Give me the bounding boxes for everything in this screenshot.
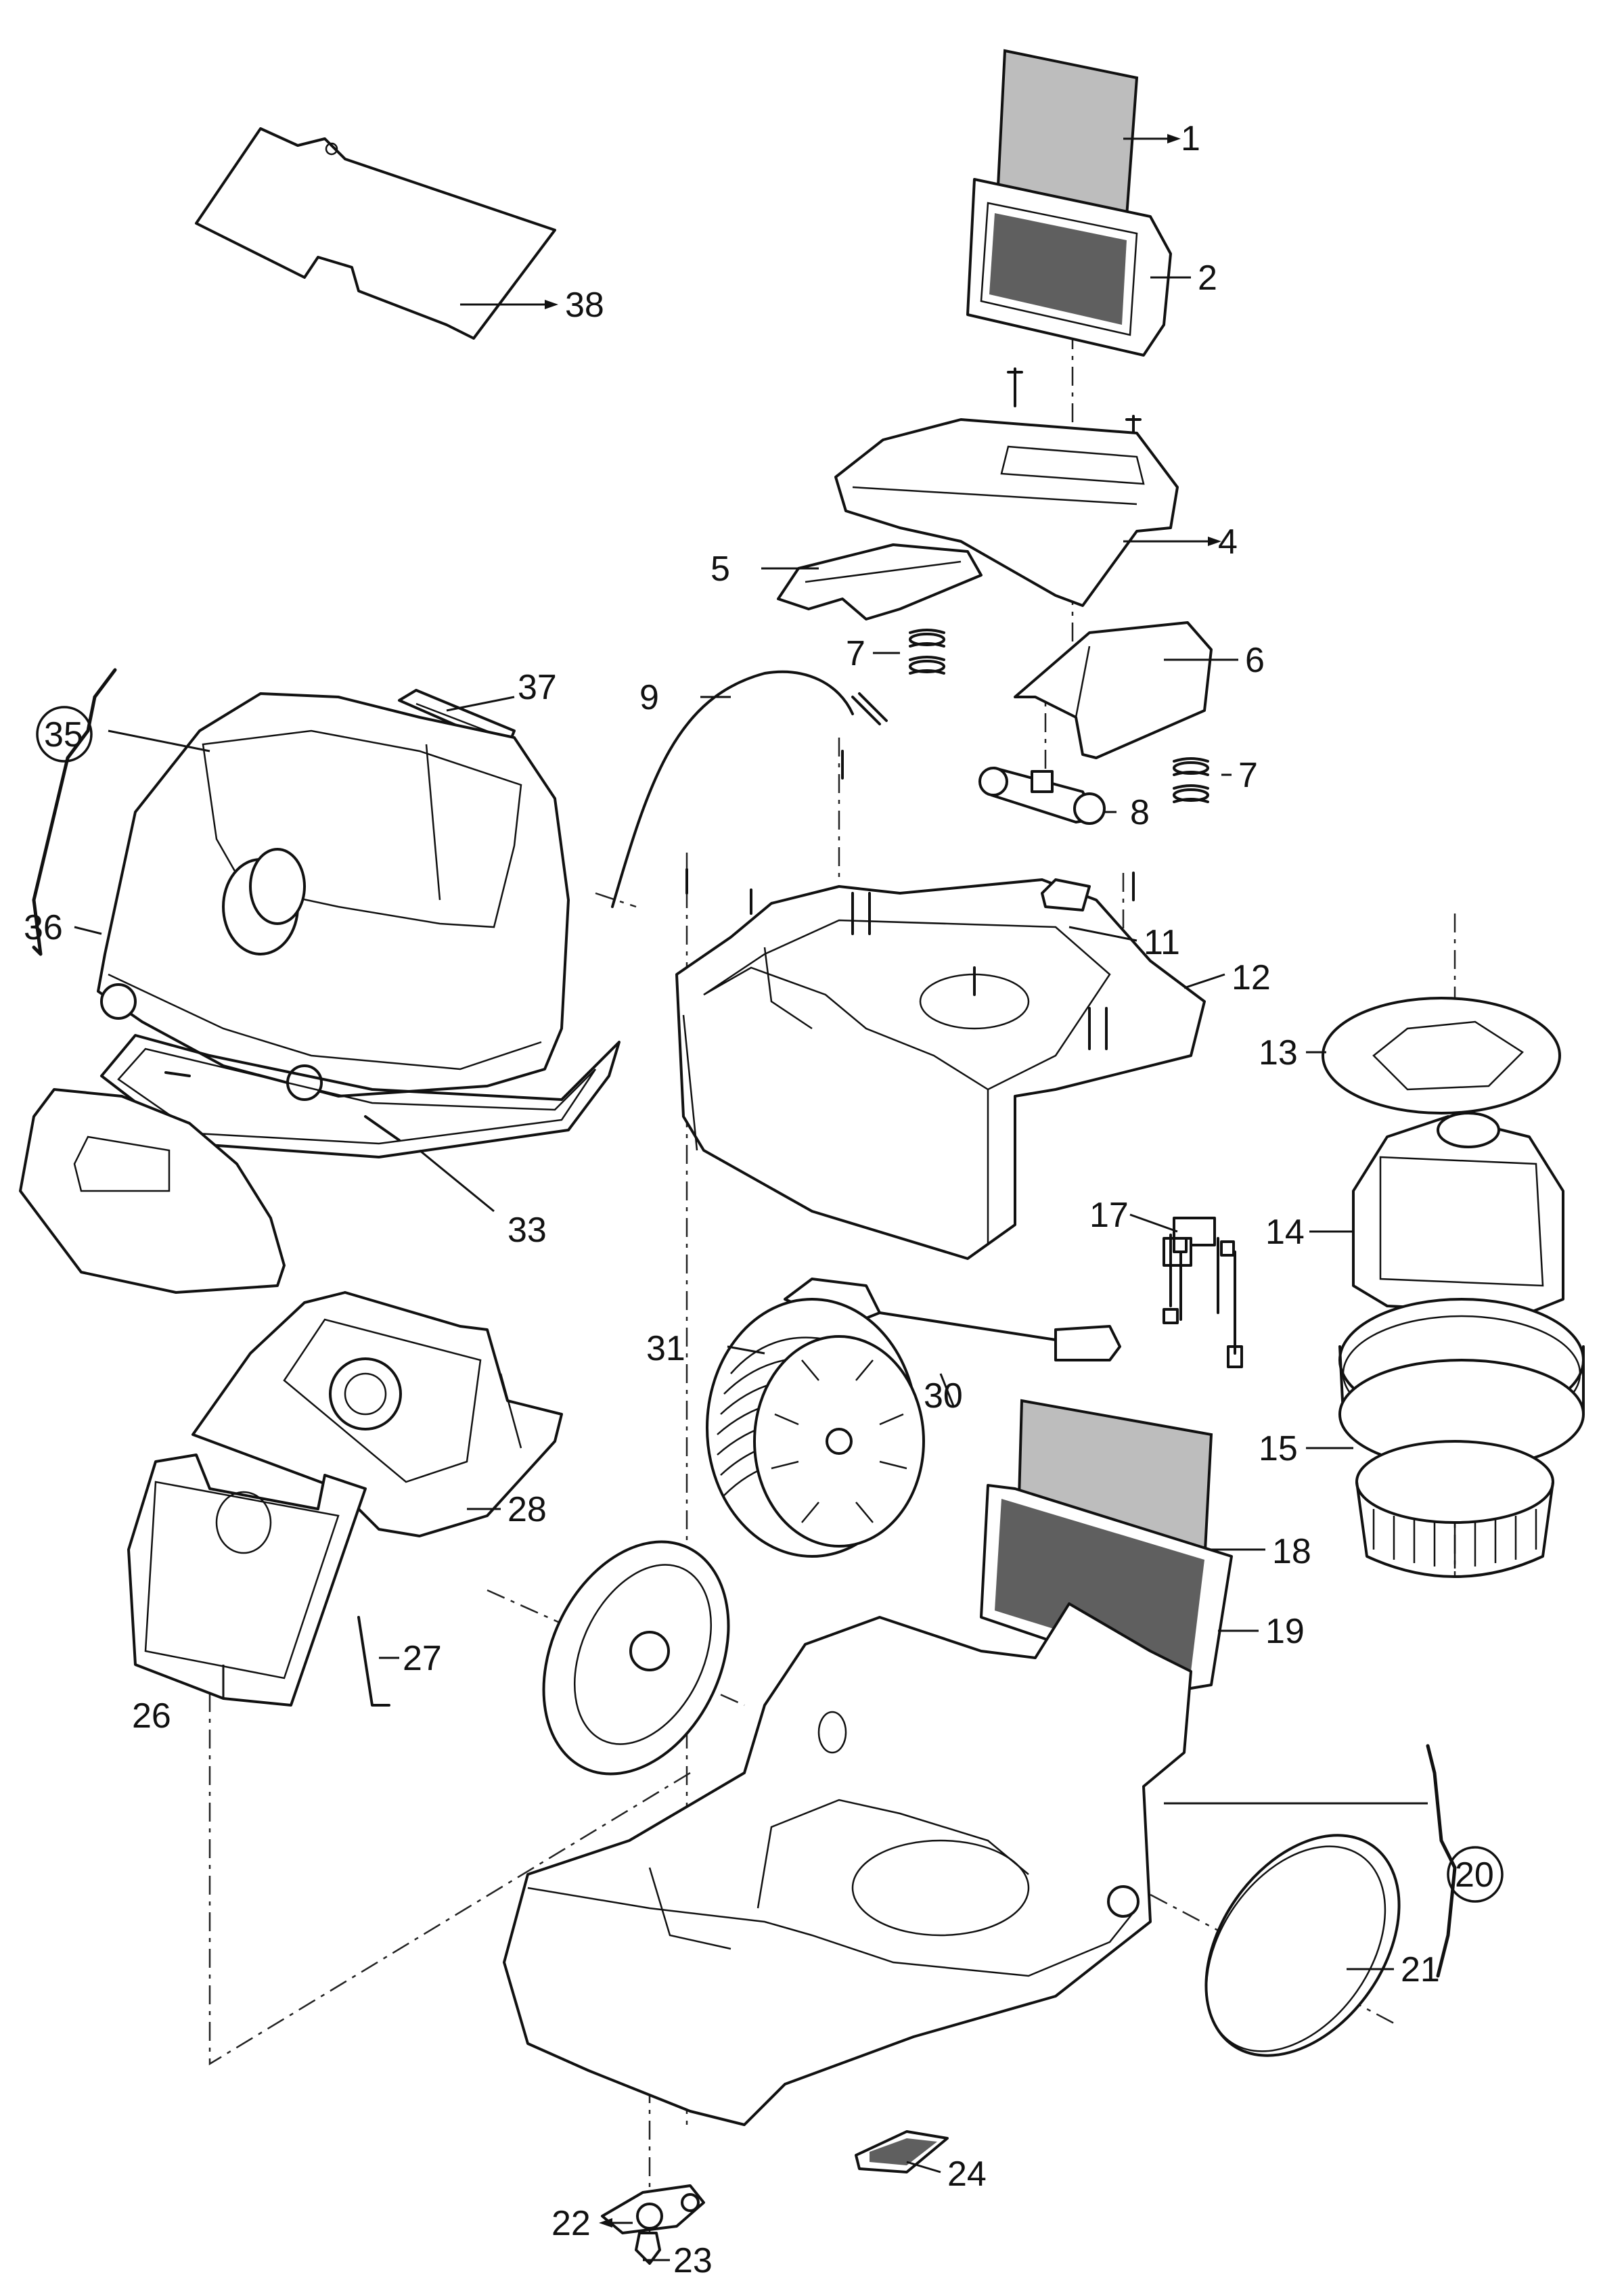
callout-18: 18 <box>1272 1532 1311 1571</box>
callout-28: 28 <box>508 1490 547 1529</box>
part-17-carbon-brushes <box>1163 1217 1243 1368</box>
part-22-caster <box>601 2184 705 2234</box>
callout-6: 6 <box>1245 641 1265 680</box>
callout-labels: 1 2 4 5 6 7 7 8 9 11 12 13 14 15 17 18 1… <box>24 119 1494 2277</box>
part-20-base-chassis <box>503 1602 1192 2126</box>
callout-2: 2 <box>1198 258 1217 298</box>
part-7-spring-upper <box>909 629 945 675</box>
callout-11: 11 <box>1144 923 1180 962</box>
part-27-pin <box>357 1616 390 1707</box>
callout-circle-35 <box>36 706 93 763</box>
part-2-filter-grille <box>966 178 1172 357</box>
callout-21: 21 <box>1401 1950 1440 1989</box>
group-brackets <box>32 668 1457 1978</box>
callout-9: 9 <box>639 678 659 717</box>
part-38-cover-plate <box>195 127 556 340</box>
part-12-main-housing <box>675 878 1206 1260</box>
part-33-frame <box>100 1034 621 1158</box>
callout-17: 17 <box>1089 1196 1129 1235</box>
part-31-cord-reel <box>706 1278 925 1558</box>
part-7-spring-lower <box>1173 757 1209 803</box>
callout-38: 38 <box>565 286 604 325</box>
part-14-motor <box>1338 1112 1585 1470</box>
callout-19: 19 <box>1265 1612 1305 1651</box>
part-15-base-ring <box>1355 1440 1554 1578</box>
callout-12: 12 <box>1232 958 1271 997</box>
callout-4: 4 <box>1218 522 1238 562</box>
callout-35: 35 <box>44 715 83 754</box>
callout-20: 20 <box>1455 1855 1494 1895</box>
part-19-exhaust-grille <box>980 1484 1233 1690</box>
callout-30: 30 <box>924 1376 963 1416</box>
part-26-bag-frame <box>127 1453 367 1707</box>
callout-1: 1 <box>1181 119 1200 158</box>
callout-33: 33 <box>508 1211 547 1250</box>
part-4-lid-housing <box>834 418 1179 607</box>
callout-36: 36 <box>24 908 63 947</box>
part-28-bag-holder <box>191 1291 563 1537</box>
callout-23: 23 <box>673 2241 713 2277</box>
part-36-upper-housing <box>97 692 570 1101</box>
side-wheel-left <box>542 1540 730 1776</box>
part-35-handle-grip <box>19 1088 286 1294</box>
part-8-pivot-pin <box>978 767 1106 825</box>
part-13-gasket-ring <box>1322 997 1561 1114</box>
leader-lines <box>74 134 1428 2261</box>
callout-26: 26 <box>132 1696 171 1736</box>
callout-5: 5 <box>710 549 730 589</box>
callout-13: 13 <box>1259 1033 1298 1073</box>
callout-circle-20 <box>1447 1846 1504 1903</box>
callout-31: 31 <box>646 1329 685 1368</box>
part-9-cable <box>611 670 888 908</box>
callout-7-lower: 7 <box>1238 756 1258 795</box>
callout-22: 22 <box>551 2204 591 2243</box>
callout-27: 27 <box>403 1639 442 1678</box>
part-21-hub-cap <box>1204 1834 1401 2057</box>
part-5-latch-slide <box>777 543 983 621</box>
callout-14: 14 <box>1265 1213 1305 1252</box>
callout-8: 8 <box>1130 793 1150 832</box>
callout-37: 37 <box>518 668 557 707</box>
part-24-grille-insert <box>855 2130 949 2173</box>
callout-7-upper: 7 <box>846 634 865 673</box>
part-30-cord-plug <box>878 1311 1121 1361</box>
screws-body <box>685 750 1135 996</box>
part-11-switch <box>1041 878 1091 911</box>
callout-15: 15 <box>1259 1429 1298 1468</box>
part-23-caster-wheel <box>635 2232 661 2265</box>
callout-24: 24 <box>947 2155 987 2194</box>
part-6-button-cap <box>1014 621 1213 759</box>
